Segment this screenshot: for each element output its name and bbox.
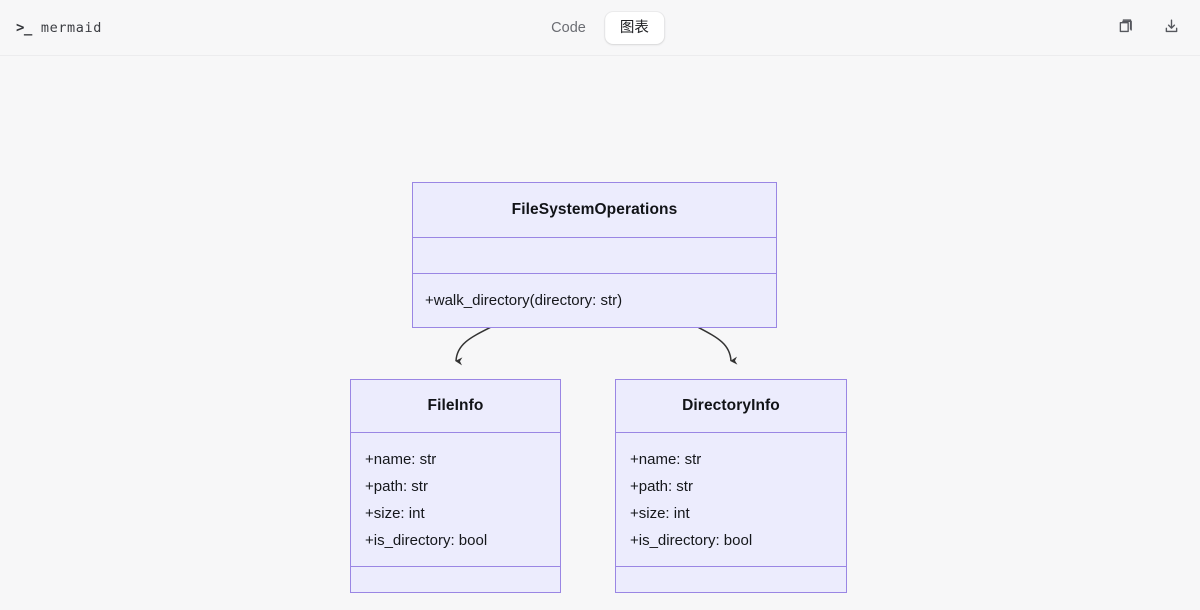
class-attribute: +size: int — [630, 505, 690, 522]
class-attributes-section — [413, 237, 776, 273]
class-node-directoryinfo[interactable]: DirectoryInfo +name: str +path: str +siz… — [615, 379, 847, 593]
class-node-filesystemoperations[interactable]: FileSystemOperations +walk_directory(dir… — [412, 182, 777, 328]
class-title: FileSystemOperations — [511, 201, 678, 218]
class-attribute: +path: str — [630, 478, 693, 495]
view-tabs: Code 图表 — [536, 0, 664, 56]
class-methods-section — [351, 566, 560, 592]
class-attribute: +name: str — [630, 451, 702, 468]
class-title: FileInfo — [427, 397, 484, 414]
copy-icon — [1116, 17, 1135, 39]
app-title: mermaid — [40, 20, 102, 36]
class-node-fileinfo[interactable]: FileInfo +name: str +path: str +size: in… — [350, 379, 561, 593]
relation-edges — [455, 323, 738, 366]
class-attribute: +size: int — [365, 505, 425, 522]
class-attribute: +is_directory: bool — [365, 532, 488, 549]
tab-diagram[interactable]: 图表 — [604, 12, 664, 44]
class-attribute: +path: str — [365, 478, 428, 495]
class-attribute: +is_directory: bool — [630, 532, 753, 549]
header-actions — [1110, 0, 1186, 56]
class-title: DirectoryInfo — [682, 397, 780, 414]
download-button[interactable] — [1156, 13, 1186, 43]
class-method: +walk_directory(directory: str) — [425, 292, 623, 309]
class-attributes-section: +name: str +path: str +size: int +is_dir… — [616, 432, 846, 566]
class-methods-section — [616, 566, 846, 592]
edge-filesystemoperations-to-fileinfo — [455, 323, 498, 366]
class-attribute: +name: str — [365, 451, 437, 468]
copy-button[interactable] — [1110, 13, 1140, 43]
tab-code[interactable]: Code — [536, 12, 601, 44]
app-header: >_ mermaid Code 图表 — [0, 0, 1200, 56]
diagram-canvas[interactable]: FileSystemOperations +walk_directory(dir… — [0, 56, 1200, 610]
terminal-prompt-icon: >_ — [16, 20, 32, 36]
class-attributes-section: +name: str +path: str +size: int +is_dir… — [351, 432, 560, 566]
class-methods-section: +walk_directory(directory: str) — [413, 273, 776, 327]
edge-filesystemoperations-to-directoryinfo — [691, 323, 738, 365]
brand: >_ mermaid — [16, 0, 102, 56]
download-icon — [1162, 17, 1181, 39]
